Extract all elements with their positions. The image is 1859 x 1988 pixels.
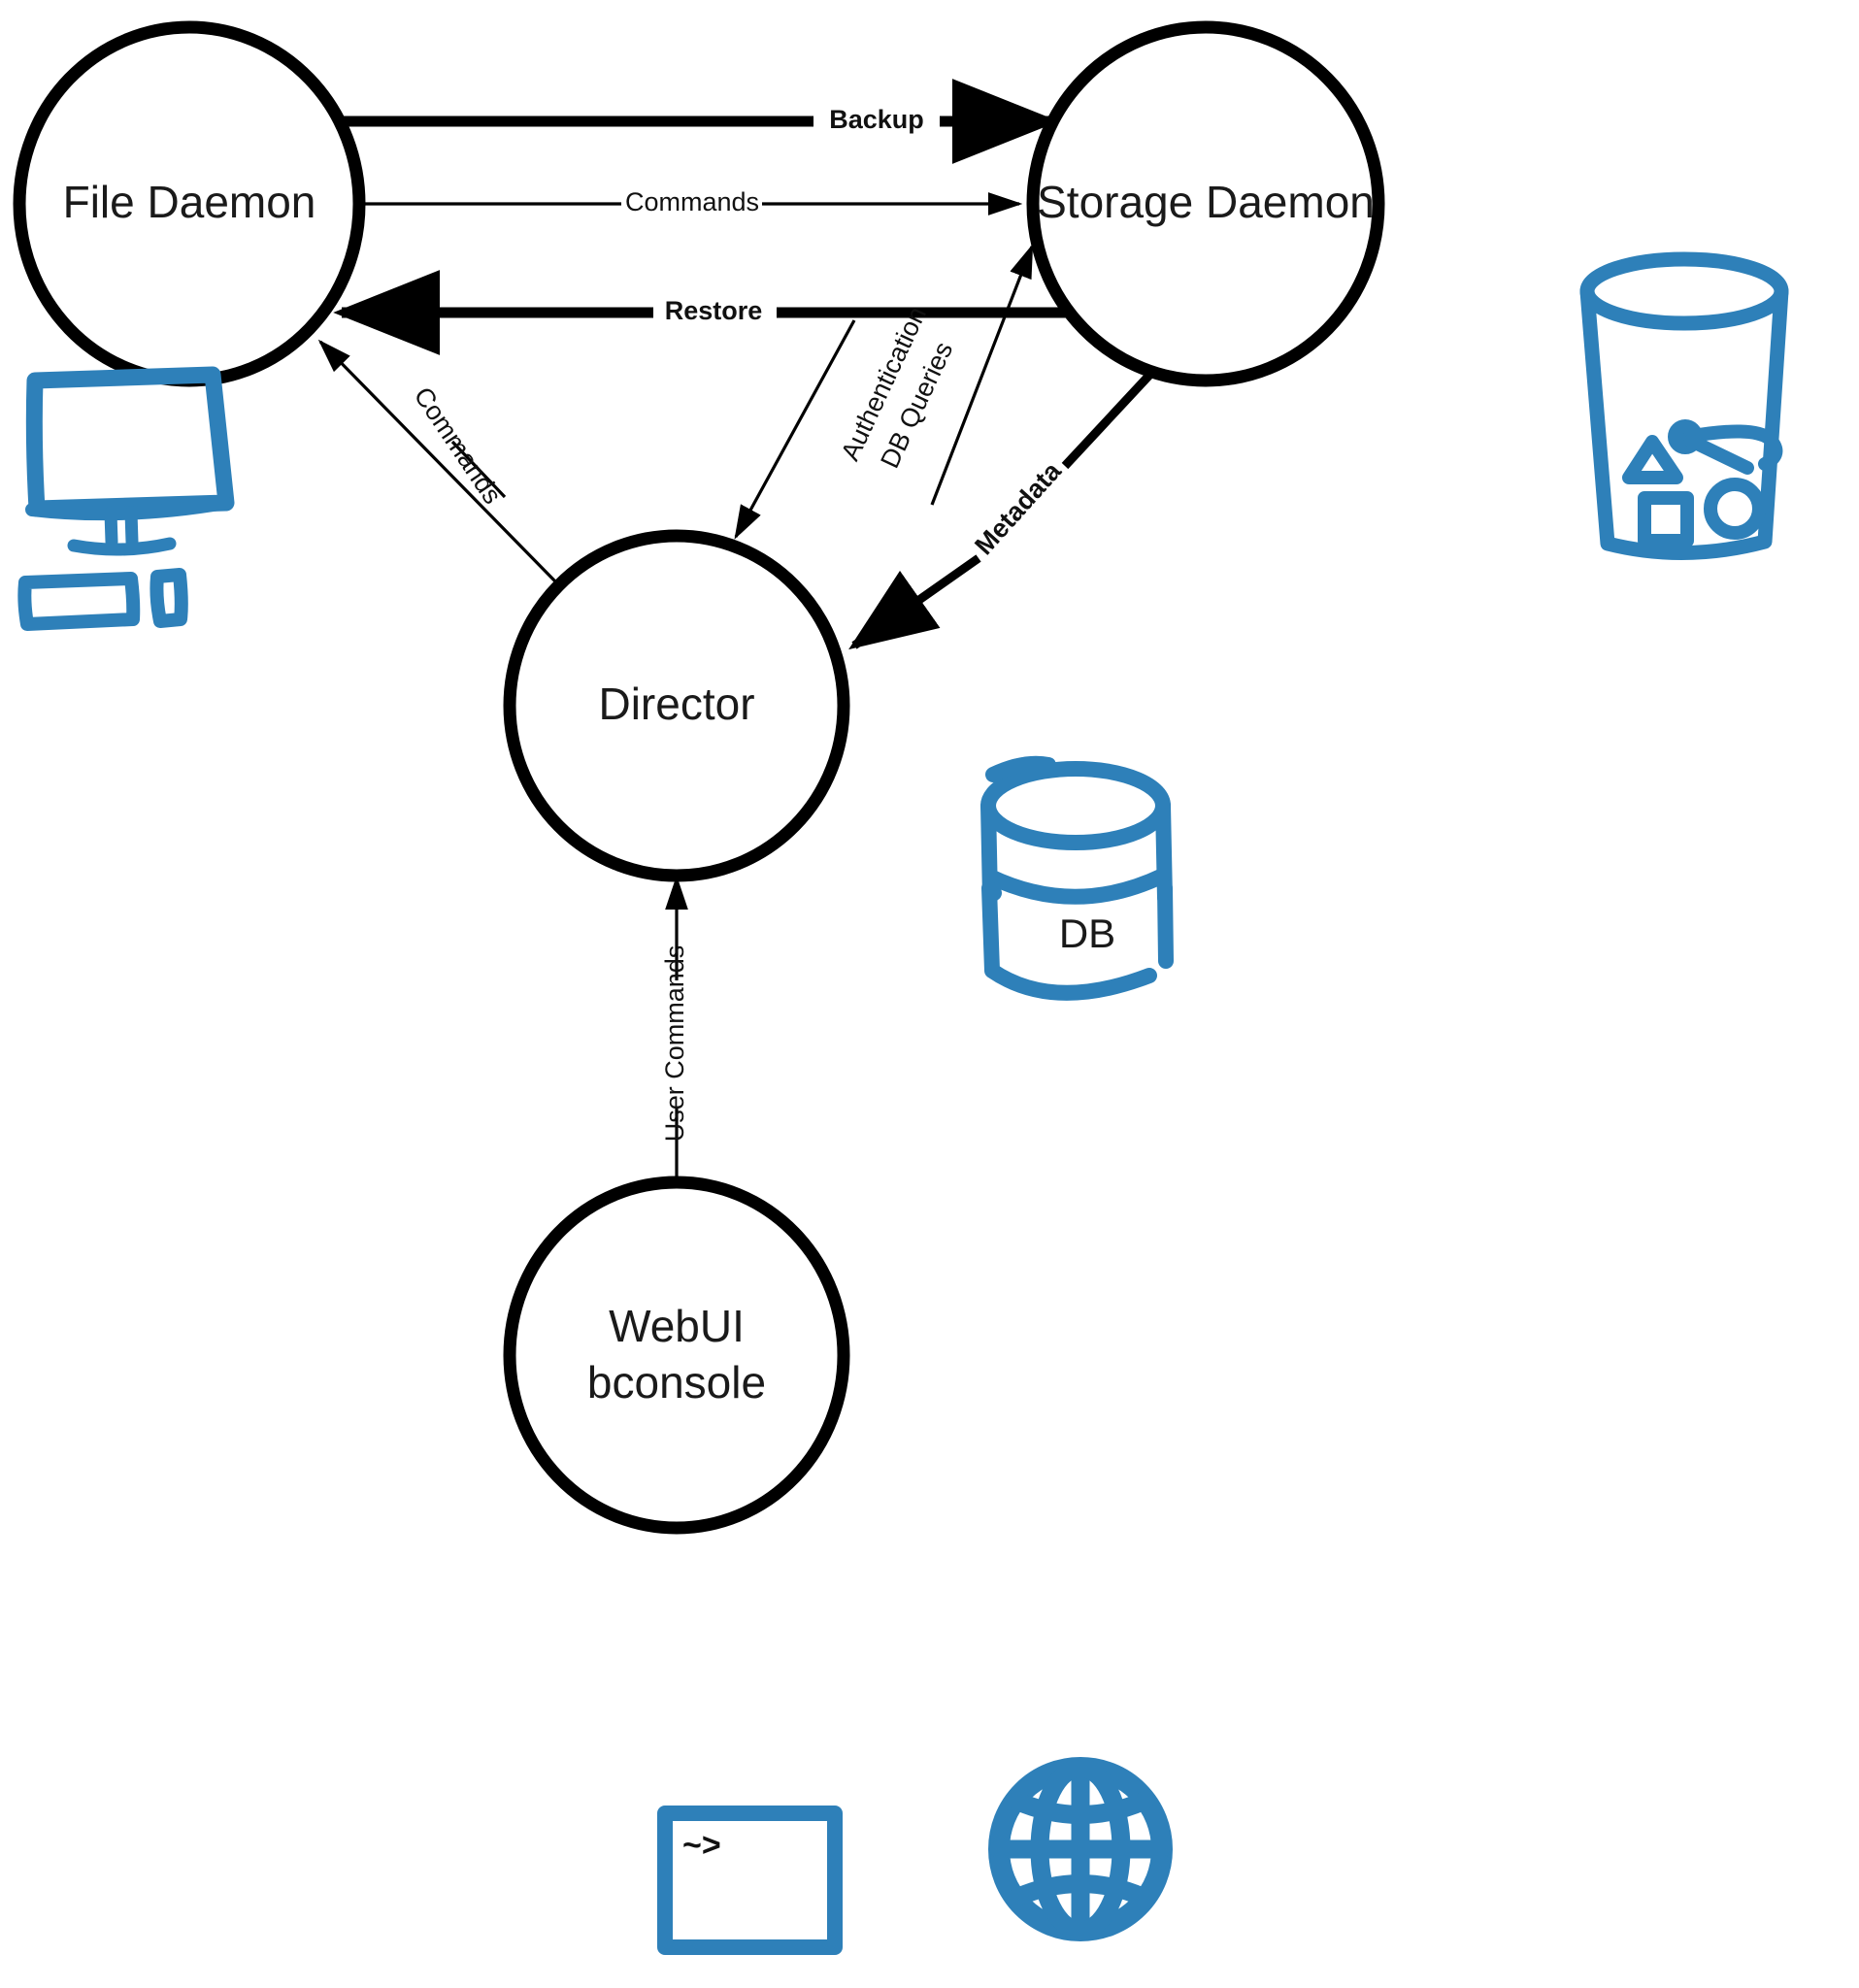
bucket-square-shape xyxy=(1638,491,1694,547)
webui-label-line1: WebUI xyxy=(609,1301,745,1351)
edge-auth-db-queries-line-down xyxy=(734,319,856,540)
monitor-stand-neck xyxy=(104,506,139,548)
monitor-stand-base xyxy=(67,537,177,556)
node-storage-daemon[interactable]: Storage Daemon xyxy=(1026,20,1385,387)
terminal-window-frame xyxy=(657,1806,843,1955)
bucket-triangle-shape xyxy=(1622,435,1683,484)
edge-label-commands-fd-sd: Commands xyxy=(625,187,759,216)
db-bottom-left-wall xyxy=(981,880,1157,1001)
edge-user-commands: User Commands xyxy=(660,875,689,1179)
storage-daemon-label: Storage Daemon xyxy=(1037,177,1375,227)
node-director[interactable]: Director xyxy=(503,529,850,882)
edge-commands-dir-fd-line-upper xyxy=(317,339,558,584)
db-label: DB xyxy=(1059,911,1115,956)
bucket-handle-arm xyxy=(1684,434,1754,475)
bucket-circle-shape xyxy=(1704,478,1766,540)
terminal-window-icon: ~> xyxy=(657,1806,843,1955)
mouse-icon xyxy=(149,568,188,628)
monitor-screen xyxy=(25,366,235,517)
globe-meridian-inner xyxy=(1030,1758,1131,1940)
edge-backup: Backup xyxy=(330,79,1059,164)
storage-bucket-icon xyxy=(1579,251,1789,561)
bconsole-label-line2: bconsole xyxy=(587,1357,766,1408)
desktop-computer-icon xyxy=(17,366,235,631)
edge-metadata-line-upper xyxy=(1061,365,1159,470)
node-file-daemon[interactable]: File Daemon xyxy=(13,20,366,387)
edge-metadata-line-lower xyxy=(848,554,981,650)
keyboard-icon xyxy=(17,572,141,631)
edge-commands-dir-fd: Commands xyxy=(317,339,558,584)
globe-icon xyxy=(988,1757,1173,1941)
edge-restore: Restore xyxy=(333,270,1078,355)
edge-label-user-commands: User Commands xyxy=(660,945,689,1143)
storage-daemon-circle[interactable] xyxy=(1026,20,1385,387)
director-circle[interactable] xyxy=(503,529,850,882)
terminal-prompt-text: ~> xyxy=(682,1827,721,1864)
edge-commands-fd-sd: Commands xyxy=(359,187,1023,216)
edge-label-backup: Backup xyxy=(829,105,924,134)
director-label: Director xyxy=(598,679,754,729)
db-top-ellipse xyxy=(980,761,1171,850)
globe-parallel-south xyxy=(1007,1874,1154,1907)
edge-commands-dir-fd-line-gap xyxy=(450,440,507,499)
node-webui-bconsole[interactable]: WebUI bconsole xyxy=(503,1176,850,1535)
webui-bconsole-circle[interactable] xyxy=(503,1176,850,1535)
bucket-body xyxy=(1579,283,1789,561)
bucket-rim xyxy=(1579,251,1789,331)
edge-label-restore: Restore xyxy=(665,296,763,325)
file-daemon-label: File Daemon xyxy=(63,177,316,227)
globe-parallel-north xyxy=(1007,1791,1154,1824)
db-sketch-overshoot xyxy=(985,755,1056,782)
edge-auth-db-queries: Authentication DB Queries xyxy=(734,244,1034,540)
database-cylinder-icon: DB xyxy=(980,755,1174,1001)
db-bottom-right-wall xyxy=(1157,880,1174,969)
bucket-handle xyxy=(1680,424,1783,471)
db-mid-band xyxy=(982,868,1171,905)
edge-auth-db-queries-line-up xyxy=(930,244,1034,506)
edge-label-metadata: Metadata xyxy=(969,455,1067,560)
